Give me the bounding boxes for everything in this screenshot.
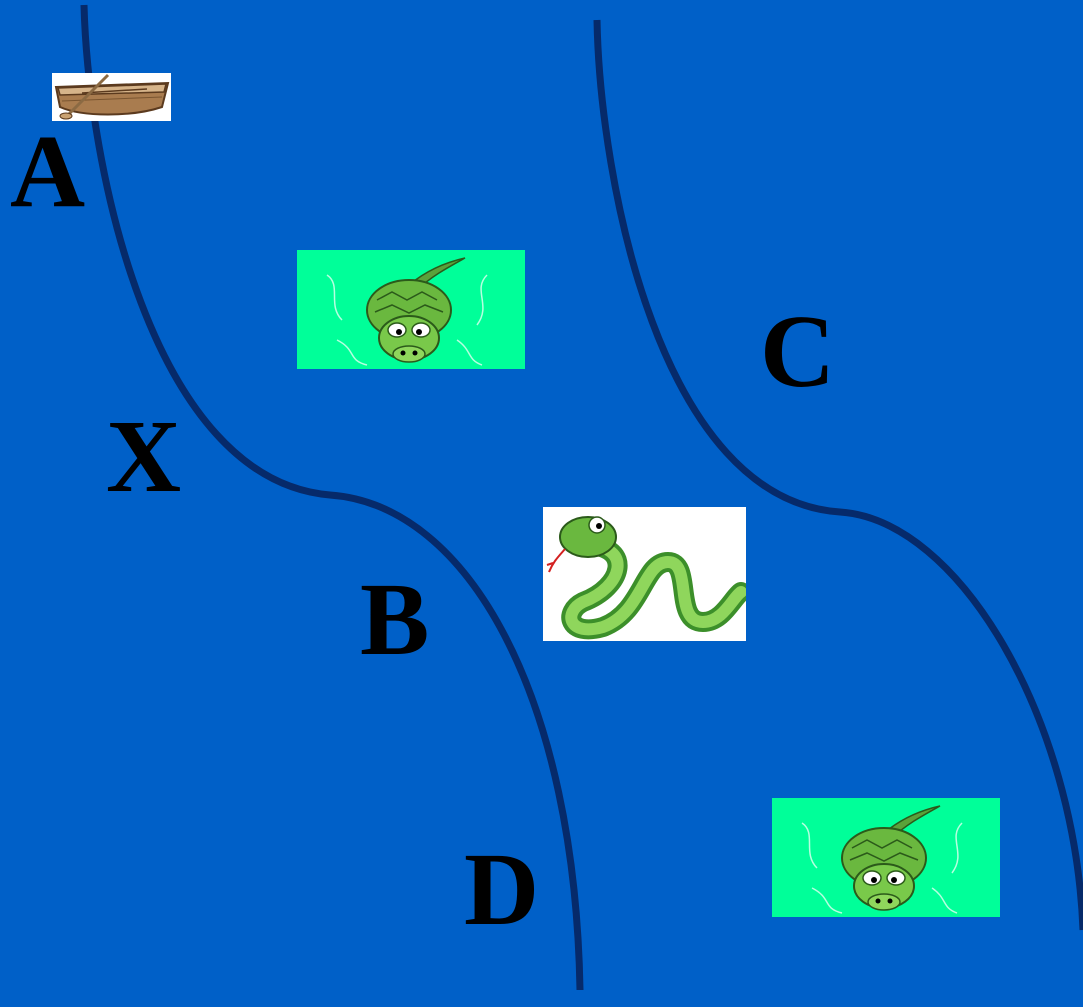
rowboat-icon	[52, 73, 171, 121]
label-b: B	[360, 562, 430, 677]
label-d: D	[464, 832, 540, 947]
river-bank-right	[593, 19, 1083, 931]
crocodile-icon	[297, 250, 525, 369]
crocodile-icon	[772, 798, 1000, 917]
river-bank-left	[80, 4, 584, 991]
label-x: X	[106, 399, 182, 514]
label-a: A	[10, 114, 86, 229]
snake-icon	[543, 507, 746, 641]
label-c: C	[760, 294, 836, 409]
